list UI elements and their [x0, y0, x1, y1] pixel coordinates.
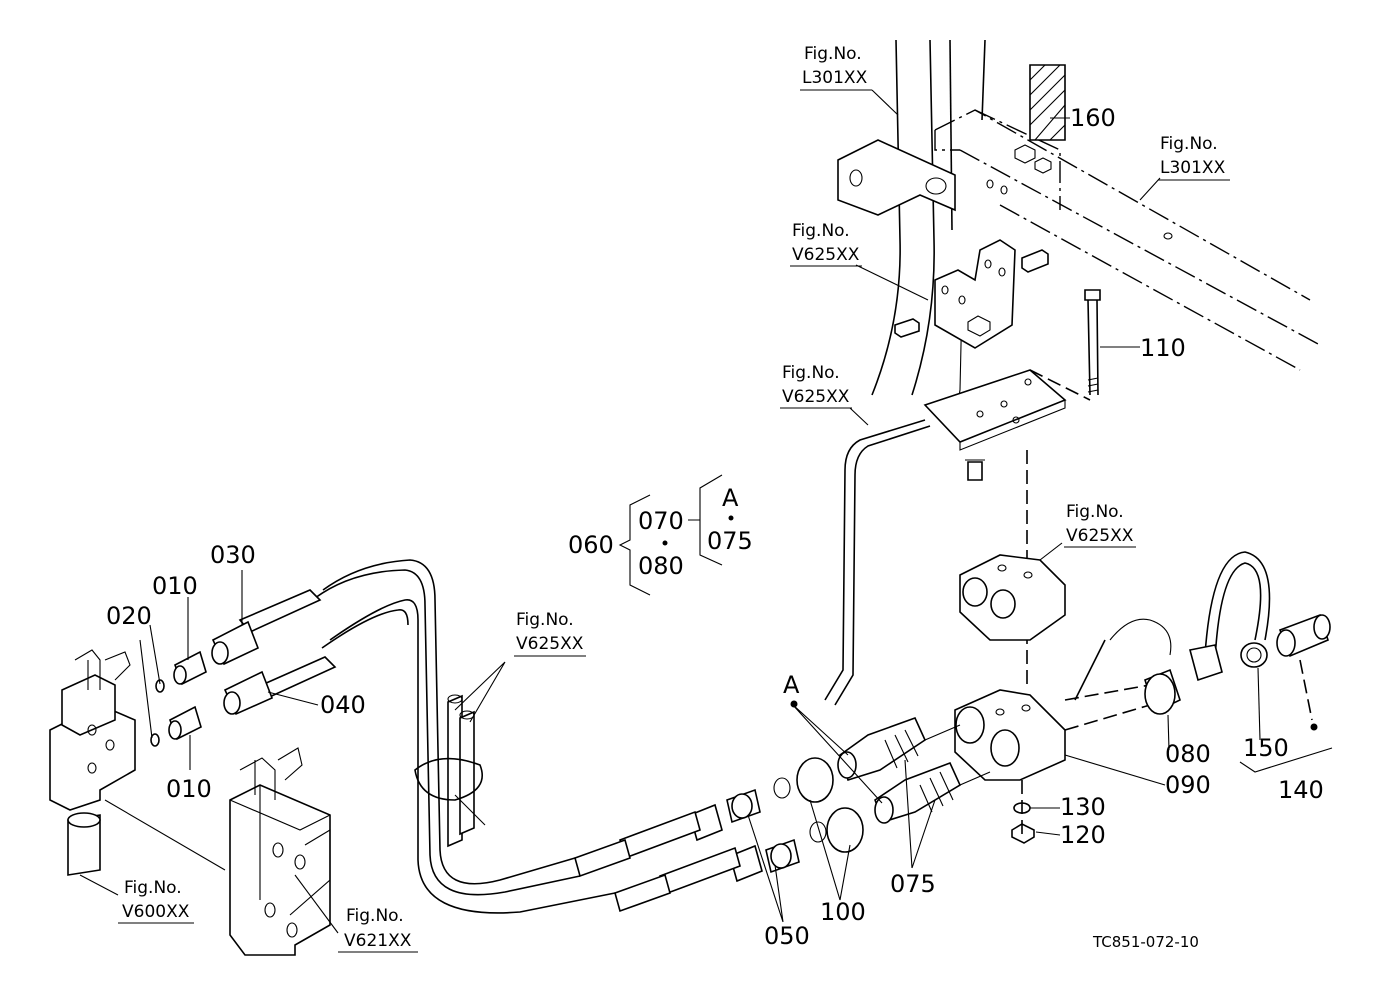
svg-text:V625XX: V625XX: [1066, 526, 1134, 546]
svg-text:Fig.No.: Fig.No.: [124, 878, 182, 898]
figure-ref-v600xx: Fig.No. V600XX: [118, 878, 194, 924]
figure-ref-l301xx-top: Fig.No. L301XX: [800, 44, 872, 91]
drawing-code: TC851-072-10: [1092, 933, 1199, 951]
svg-text:L301XX: L301XX: [1160, 158, 1226, 178]
part-label-020: 020: [106, 602, 152, 630]
part-label-100: 100: [820, 898, 866, 926]
part-label-010-lower: 010: [166, 775, 212, 803]
part-label-120: 120: [1060, 821, 1106, 849]
kit-label-080: 080: [638, 552, 684, 580]
kit-label-a: A: [722, 484, 739, 512]
svg-text:Fig.No.: Fig.No.: [782, 363, 840, 383]
figure-references: Fig.No. L301XX Fig.No. L301XX Fig.No. V6…: [118, 44, 1230, 953]
figure-ref-v621xx: Fig.No. V621XX: [338, 906, 418, 953]
part-label-090: 090: [1165, 771, 1211, 799]
part-label-075: 075: [890, 870, 936, 898]
svg-text:Fig.No.: Fig.No.: [346, 906, 404, 926]
figure-ref-v625xx-holder: Fig.No. V625XX: [1064, 502, 1136, 548]
figure-ref-v625xx-bracket: Fig.No. V625XX: [790, 221, 862, 267]
figure-ref-v625xx-clamp: Fig.No. V625XX: [514, 610, 586, 657]
quick-couplers: [837, 551, 1331, 824]
hydraulic-hoses: [314, 559, 616, 914]
part-label-160: 160: [1070, 104, 1116, 132]
part-label-030: 030: [210, 541, 256, 569]
part-label-010-upper: 010: [152, 572, 198, 600]
lever-plate-assembly: [824, 289, 1101, 706]
svg-text:Fig.No.: Fig.No.: [1066, 502, 1124, 522]
svg-text:V600XX: V600XX: [122, 902, 190, 922]
part-label-080: 080: [1165, 740, 1211, 768]
part-label-040: 040: [320, 691, 366, 719]
kit-label-060: 060: [568, 531, 614, 559]
part-label-130: 130: [1060, 793, 1106, 821]
part-label-110: 110: [1140, 334, 1186, 362]
callout-letter-a: A: [783, 671, 800, 699]
svg-text:V621XX: V621XX: [344, 931, 412, 951]
svg-text:Fig.No.: Fig.No.: [792, 221, 850, 241]
kit-label-070: 070: [638, 507, 684, 535]
kit-breakdown: 060 070 080 A 075 A: [568, 484, 800, 699]
hose-fittings: [574, 757, 864, 913]
svg-text:V625XX: V625XX: [516, 634, 584, 654]
coupler-holder-blocks: [954, 450, 1066, 844]
svg-text:Fig.No.: Fig.No.: [804, 44, 862, 64]
svg-text:Fig.No.: Fig.No.: [516, 610, 574, 630]
part-label-140: 140: [1278, 776, 1324, 804]
svg-text:V625XX: V625XX: [792, 245, 860, 265]
figure-ref-v625xx-rod: Fig.No. V625XX: [780, 363, 852, 409]
svg-text:V625XX: V625XX: [782, 387, 850, 407]
kit-label-075: 075: [707, 527, 753, 555]
figure-ref-l301xx-right: Fig.No. L301XX: [1158, 134, 1230, 181]
part-numbers: 010 010 020 030 040 050 075 080 090 100 …: [106, 104, 1324, 950]
frame-assembly: [837, 39, 1321, 421]
svg-text:L301XX: L301XX: [802, 68, 868, 88]
part-label-050: 050: [764, 922, 810, 950]
part-label-150: 150: [1243, 734, 1289, 762]
control-valves: [49, 589, 337, 956]
leader-lines: [79, 89, 1333, 934]
svg-text:Fig.No.: Fig.No.: [1160, 134, 1218, 154]
